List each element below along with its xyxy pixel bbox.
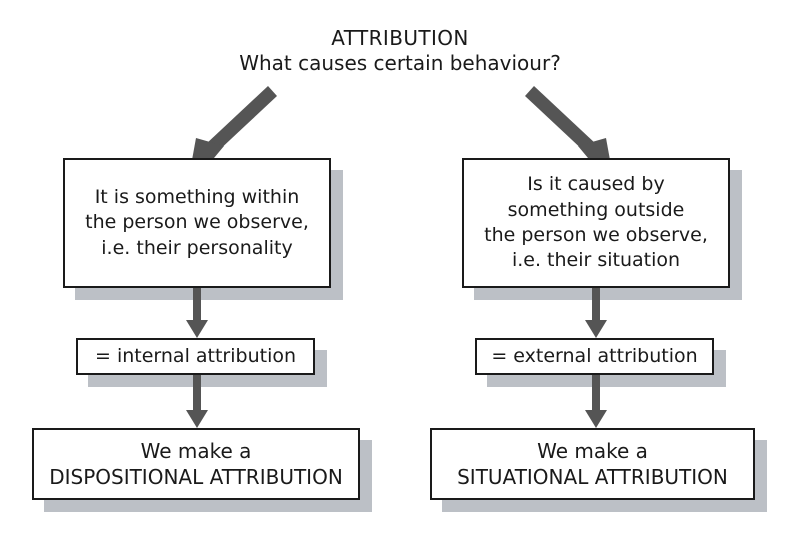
title-heading: ATTRIBUTION bbox=[331, 26, 469, 50]
premise-box-internal: It is something within the person we obs… bbox=[63, 158, 331, 288]
premise-text-internal: It is something within the person we obs… bbox=[85, 185, 309, 259]
arrow-internal-label-to-conclusion bbox=[186, 375, 208, 428]
premise-text-external: Is it caused by something outside the pe… bbox=[484, 173, 708, 272]
arrow-external-label-to-conclusion bbox=[585, 375, 607, 428]
premise-box-external: Is it caused by something outside the pe… bbox=[462, 158, 730, 288]
arrow-title-to-external-premise bbox=[525, 86, 610, 160]
conclusion-box-external: We make a SITUATIONAL ATTRIBUTION bbox=[430, 428, 755, 500]
arrow-title-to-internal-premise bbox=[192, 86, 277, 160]
arrow-internal-premise-to-label bbox=[186, 288, 208, 338]
label-text-external: = external attribution bbox=[491, 344, 698, 367]
label-text-internal: = internal attribution bbox=[94, 344, 297, 367]
conclusion-text-external: We make a SITUATIONAL ATTRIBUTION bbox=[457, 439, 728, 489]
arrow-external-premise-to-label bbox=[585, 288, 607, 338]
label-box-external: = external attribution bbox=[475, 338, 714, 375]
title-question: What causes certain behaviour? bbox=[239, 51, 561, 76]
conclusion-box-internal: We make a DISPOSITIONAL ATTRIBUTION bbox=[32, 428, 360, 500]
diagram-title: ATTRIBUTION What causes certain behaviou… bbox=[0, 26, 800, 76]
label-box-internal: = internal attribution bbox=[76, 338, 315, 375]
conclusion-text-internal: We make a DISPOSITIONAL ATTRIBUTION bbox=[49, 439, 343, 489]
